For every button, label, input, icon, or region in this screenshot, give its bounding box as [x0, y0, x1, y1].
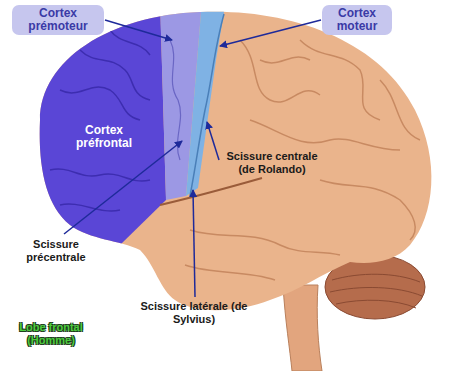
- leader-arrow: [64, 141, 182, 234]
- structure-label: Cortex préfrontal: [66, 124, 142, 150]
- leader-arrow: [207, 122, 219, 160]
- label-box: Cortex moteur: [322, 5, 392, 35]
- leader-arrow: [220, 20, 321, 46]
- region-name: Cortex prémoteur: [19, 7, 97, 33]
- structure-label: Scissure précentrale: [14, 238, 98, 264]
- structure-label: Scissure latérale (de Sylvius): [136, 300, 252, 326]
- leader-arrow: [193, 190, 195, 297]
- label-box: Cortex prémoteur: [12, 5, 104, 35]
- leader-arrow: [105, 20, 172, 40]
- structure-label: Scissure centrale (de Rolando): [222, 150, 322, 176]
- region-name: Cortex moteur: [329, 7, 385, 33]
- figure-title: Lobe frontal (Homme): [14, 321, 88, 347]
